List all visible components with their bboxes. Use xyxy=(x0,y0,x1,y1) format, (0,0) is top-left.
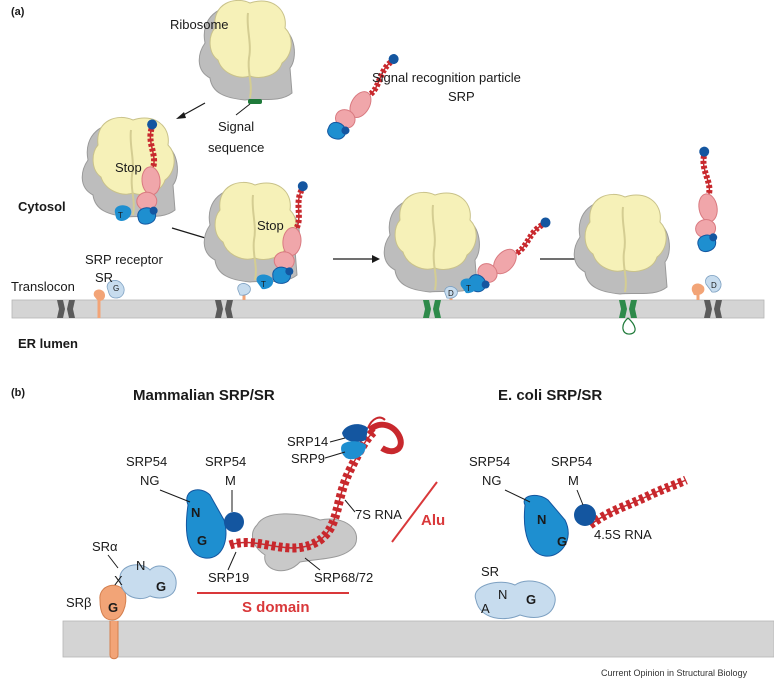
ecoli-srp54-ng-2: NG xyxy=(482,473,502,488)
alu-divider xyxy=(391,481,438,543)
sr-n: N xyxy=(136,558,145,573)
domain-d-2: D xyxy=(711,281,717,290)
pointer-sr-alpha xyxy=(107,554,119,569)
ecoli-sr-g: G xyxy=(526,592,536,607)
sr-mammalian: G X N G xyxy=(99,558,177,660)
label-4-5s-rna: 4.5S RNA xyxy=(594,527,652,542)
label-srp9: SRP9 xyxy=(291,451,325,466)
arrow-3 xyxy=(333,255,380,263)
signal-sequence-mark xyxy=(248,99,262,104)
domain-d-1: D xyxy=(448,289,454,298)
srp-label-1: Signal recognition particle xyxy=(372,70,521,85)
translocon-label: Translocon xyxy=(11,279,75,294)
ecoli-sr-n: N xyxy=(498,587,507,602)
ecoli-g: G xyxy=(557,534,567,549)
sr-label-2: SR xyxy=(95,270,113,285)
ecoli-srp54-ng-1: SRP54 xyxy=(469,454,510,469)
ecoli-n: N xyxy=(537,512,546,527)
sr-left: G xyxy=(93,280,125,318)
sr-x: X xyxy=(114,573,123,588)
srp54-n: N xyxy=(191,505,200,520)
ribosome-top xyxy=(198,0,296,104)
ecoli-srp54: N G xyxy=(523,494,596,557)
ribosome-stage4: T D xyxy=(383,191,552,318)
er-lumen-label: ER lumen xyxy=(18,336,78,351)
sr-label-1: SRP receptor xyxy=(85,252,163,267)
srp54-g: G xyxy=(197,533,207,548)
ecoli-srp54-m-1: SRP54 xyxy=(551,454,592,469)
cytosol-label: Cytosol xyxy=(18,199,66,214)
ecoli-sr-a: A xyxy=(481,601,490,616)
sr-right: D xyxy=(691,274,722,318)
label-srp54-m-1: SRP54 xyxy=(205,454,246,469)
stop-label-1: Stop xyxy=(115,160,142,175)
domain-t-2: T xyxy=(261,280,266,289)
label-srp54-ng-2: NG xyxy=(140,473,160,488)
label-srp54-m-2: M xyxy=(225,473,236,488)
stop-label-2: Stop xyxy=(257,218,284,233)
domain-t-3: T xyxy=(466,284,471,293)
ribosome-stage3: Stop T xyxy=(203,179,308,318)
label-alu: Alu xyxy=(421,512,445,529)
sr-g: G xyxy=(156,579,166,594)
ecoli-rna xyxy=(587,475,688,529)
credit-line: Current Opinion in Structural Biology xyxy=(601,668,748,678)
label-srp19: SRP19 xyxy=(208,570,249,585)
pointer-ng xyxy=(159,489,191,503)
label-sr-beta: SRβ xyxy=(66,595,92,610)
ribosome-label: Ribosome xyxy=(170,17,229,32)
membrane-b xyxy=(62,620,774,658)
pointer-srp9 xyxy=(324,451,346,459)
panel-b-letter: (b) xyxy=(11,387,25,399)
label-srp68-72: SRP68/72 xyxy=(314,570,373,585)
label-sr-alpha: SRα xyxy=(92,539,118,554)
ribosome-stage5 xyxy=(573,193,671,335)
ribosome-stage2: Stop T xyxy=(81,117,179,224)
label-srp14: SRP14 xyxy=(287,434,328,449)
signal-pointer xyxy=(235,103,251,116)
sr-beta-g: G xyxy=(108,600,118,615)
pointer-srp68 xyxy=(304,557,321,571)
srp54-protein: N G xyxy=(185,489,244,559)
srp-released xyxy=(681,146,726,253)
signal-label-1: Signal xyxy=(218,119,254,134)
srp-label-2: SRP xyxy=(448,89,475,104)
label-srp54-ng-1: SRP54 xyxy=(126,454,167,469)
signal-label-2: sequence xyxy=(208,140,264,155)
label-7s-rna: 7S RNA xyxy=(355,507,402,522)
srp-free xyxy=(325,44,400,147)
ecoli-sr: A N G xyxy=(474,580,556,620)
arrow-1 xyxy=(176,102,206,119)
label-s-domain: S domain xyxy=(242,599,310,616)
panel-a-letter: (a) xyxy=(11,6,25,18)
pointer-srp14 xyxy=(329,437,346,443)
domain-g-sr: G xyxy=(113,284,119,293)
ecoli-srp54-m-2: M xyxy=(568,473,579,488)
ecoli-pointer-m xyxy=(576,489,584,506)
srp9-14 xyxy=(341,424,368,460)
domain-t-1: T xyxy=(118,211,123,220)
membrane-a xyxy=(11,299,765,319)
ecoli-pointer-ng xyxy=(504,489,531,503)
mammalian-title: Mammalian SRP/SR xyxy=(133,387,275,404)
pointer-srp19 xyxy=(227,551,237,571)
ecoli-title: E. coli SRP/SR xyxy=(498,387,602,404)
pointer-7s xyxy=(344,499,356,513)
label-ecoli-sr: SR xyxy=(481,564,499,579)
